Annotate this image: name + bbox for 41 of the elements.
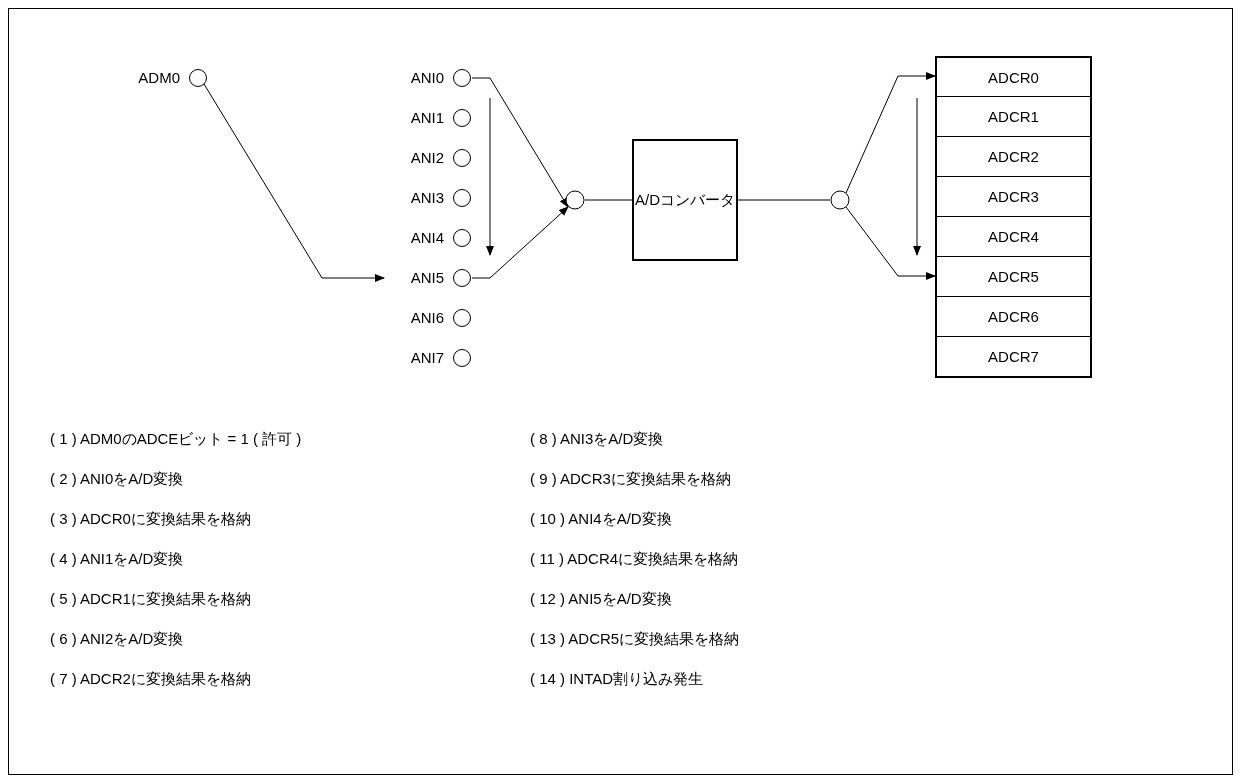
- junction-circle: [565, 190, 585, 210]
- register-cell: ADCR0: [935, 56, 1092, 96]
- register-cell: ADCR3: [935, 176, 1092, 216]
- step-note: ( 5 ) ADCR1に変換結果を格納: [50, 590, 251, 609]
- step-note: ( 8 ) ANI3をA/D変換: [530, 430, 664, 449]
- register-cell: ADCR6: [935, 296, 1092, 336]
- pin-label: ANI3: [410, 189, 444, 206]
- step-note: ( 9 ) ADCR3に変換結果を格納: [530, 470, 731, 489]
- step-note: ( 4 ) ANI1をA/D変換: [50, 550, 184, 569]
- junction-circle: [830, 190, 850, 210]
- connector-line: [845, 72, 936, 194]
- connector-line: [203, 83, 385, 282]
- pin-label: ANI6: [410, 309, 444, 326]
- pin-label: ANI0: [410, 69, 444, 86]
- register-cell: ADCR4: [935, 216, 1092, 256]
- step-note: ( 13 ) ADCR5に変換結果を格納: [530, 630, 740, 649]
- pin-label: ANI5: [410, 269, 444, 286]
- pin-label: ANI1: [410, 109, 444, 126]
- register-cell: ADCR2: [935, 136, 1092, 176]
- step-note: ( 3 ) ADCR0に変換結果を格納: [50, 510, 251, 529]
- connector-line: [737, 199, 831, 201]
- connector-line: [845, 206, 936, 280]
- pin-label: ADM0: [138, 69, 180, 86]
- step-note: ( 10 ) ANI4をA/D変換: [530, 510, 672, 529]
- pin-label: ANI2: [410, 149, 444, 166]
- step-note: ( 1 ) ADM0のADCEビット = 1 ( 許可 ): [50, 430, 302, 449]
- register-cell: ADCR5: [935, 256, 1092, 296]
- step-note: ( 2 ) ANI0をA/D変換: [50, 470, 184, 489]
- register-cell: ADCR7: [935, 336, 1092, 378]
- pin-label: ANI4: [410, 229, 444, 246]
- connector-line: [471, 206, 569, 279]
- step-note: ( 12 ) ANI5をA/D変換: [530, 590, 672, 609]
- connector-line: [584, 199, 633, 201]
- step-note: ( 11 ) ADCR4に変換結果を格納: [530, 550, 739, 569]
- step-note: ( 6 ) ANI2をA/D変換: [50, 630, 184, 649]
- step-note: ( 7 ) ADCR2に変換結果を格納: [50, 670, 251, 689]
- pin-label: ANI7: [410, 349, 444, 366]
- register-cell: ADCR1: [935, 96, 1092, 136]
- step-note: ( 14 ) INTAD割り込み発生: [530, 670, 704, 689]
- converter-block: A/Dコンバータ: [632, 139, 738, 261]
- connector-line: [471, 77, 569, 208]
